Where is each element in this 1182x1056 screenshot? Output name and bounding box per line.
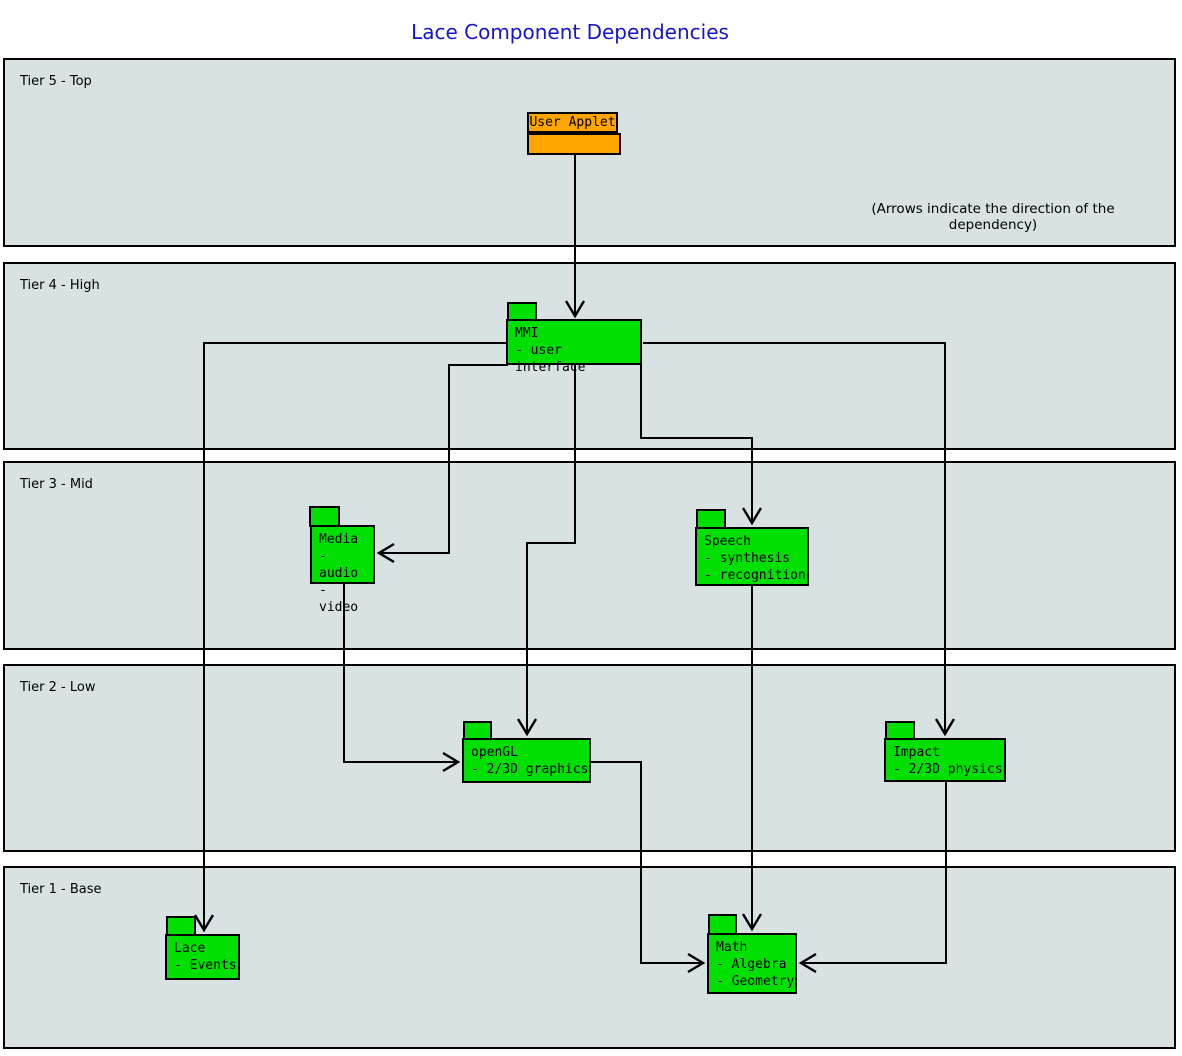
- tier-label-5: Tier 5 - Top: [20, 74, 92, 89]
- user-applet-base-box: [527, 133, 621, 155]
- node-title: Lace: [174, 941, 206, 956]
- node-line: - 2/3D physics: [893, 762, 1003, 777]
- folder-body-media: Media - audio - video: [310, 525, 375, 615]
- user-applet-label-box: User Applet: [527, 112, 618, 133]
- tier-band-1-base: Tier 1 - Base: [3, 866, 1176, 1049]
- node-line: - audio: [319, 549, 359, 581]
- folder-body-lace: Lace - Events: [165, 934, 240, 980]
- node-title: MMI: [515, 326, 539, 341]
- tier-label-4: Tier 4 - High: [20, 278, 100, 293]
- node-line: - Events: [174, 958, 237, 973]
- folder-body-opengl: openGL - 2/3D graphics: [462, 738, 591, 783]
- node-title: Math: [716, 940, 748, 955]
- node-line: - video: [319, 583, 359, 615]
- tier-label-2: Tier 2 - Low: [20, 680, 96, 695]
- node-title: openGL: [471, 745, 518, 760]
- node-line: - synthesis: [704, 551, 791, 566]
- node-title: Speech: [704, 534, 751, 549]
- node-line: - 2/3D graphics: [471, 762, 589, 777]
- tier-band-3-mid: Tier 3 - Mid: [3, 461, 1176, 650]
- folder-tab-lace: [166, 916, 196, 936]
- node-line: - Algebra: [716, 957, 787, 972]
- diagram-title: Lace Component Dependencies: [411, 20, 729, 44]
- node-line: - recognition: [704, 568, 806, 583]
- node-title: Media: [319, 532, 359, 547]
- tier-label-1: Tier 1 - Base: [20, 882, 102, 897]
- node-title: Impact: [893, 745, 940, 760]
- tier-band-4-high: Tier 4 - High: [3, 262, 1176, 450]
- folder-body-mmi: MMI - user interface: [506, 319, 642, 375]
- folder-tab-media: [309, 506, 340, 527]
- folder-body-impact: Impact - 2/3D physics: [884, 738, 1006, 782]
- node-line: - Geometry: [716, 974, 795, 989]
- node-line: - user interface: [515, 343, 586, 375]
- folder-body-math: Math - Algebra - Geometry: [707, 933, 797, 994]
- folder-body-speech: Speech - synthesis - recognition: [695, 527, 809, 586]
- dependency-note: (Arrows indicate the direction of the de…: [871, 201, 1115, 233]
- tier-label-3: Tier 3 - Mid: [20, 477, 93, 492]
- folder-tab-speech: [696, 509, 726, 529]
- folder-tab-math: [708, 914, 737, 935]
